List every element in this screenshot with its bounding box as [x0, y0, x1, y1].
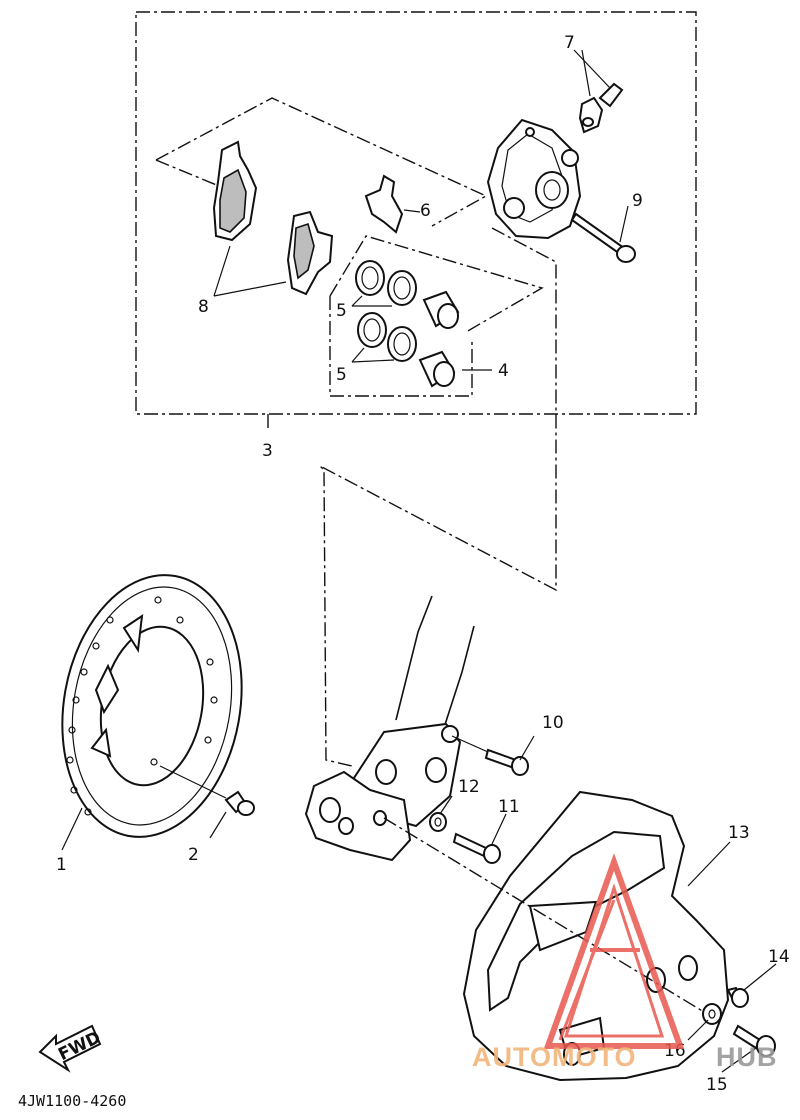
drawing-code: 4JW1100-4260: [18, 1092, 126, 1110]
bleed-screw: [578, 82, 624, 134]
brake-disc: [61, 574, 243, 838]
assembly-leader-lines: [319, 227, 557, 767]
callout-9: 9: [632, 191, 643, 211]
callout-leaders: [61, 49, 777, 1073]
disc-bolt: [159, 765, 255, 816]
bolt-11: [452, 832, 501, 864]
disc-holes: [66, 596, 218, 816]
callout-2: 2: [188, 845, 199, 865]
pad-kit-outline: [155, 97, 488, 227]
callout-6: 6: [420, 201, 431, 221]
seal-kit-outline: [329, 235, 544, 397]
caliper-body: [486, 118, 582, 240]
piston-seals: [355, 260, 417, 362]
callout-11: 11: [498, 797, 520, 817]
caliper-pistons: [418, 290, 460, 388]
svg-text:AUTOMOTO: AUTOMOTO: [472, 1042, 637, 1072]
caliper-bolt-9: [570, 212, 636, 263]
callout-1: 1: [56, 855, 67, 875]
callout-10: 10: [542, 713, 564, 733]
svg-text:HUB: HUB: [716, 1042, 778, 1072]
watermark-text: AUTOMOTO HUB: [472, 1042, 778, 1072]
callout-5a: 5: [336, 301, 347, 321]
callout-14: 14: [768, 947, 790, 967]
callout-3: 3: [262, 441, 273, 461]
watermark-logo: [543, 853, 685, 1049]
callout-5b: 5: [336, 365, 347, 385]
callout-8: 8: [198, 297, 209, 317]
washer-16: [702, 1003, 722, 1025]
callout-12: 12: [458, 777, 480, 797]
callout-15: 15: [706, 1075, 728, 1095]
pad-spring: [364, 174, 404, 234]
fwd-arrow: FWD: [38, 1024, 104, 1073]
callout-13: 13: [728, 823, 750, 843]
brake-pad-right: [286, 210, 334, 296]
bolt-10: [451, 735, 529, 776]
lower-caliper: [304, 770, 412, 862]
callout-labels: 7 9 6 8 5 5 4 3 1 2 10 11 12 13 14 15 16: [56, 33, 790, 1095]
brake-pad-left: [212, 140, 258, 242]
washer-12: [429, 812, 447, 832]
bolt-14: [726, 986, 749, 1008]
callout-7: 7: [564, 33, 575, 53]
callout-4: 4: [498, 361, 509, 381]
caliper-assembly-boundary: [135, 11, 697, 432]
